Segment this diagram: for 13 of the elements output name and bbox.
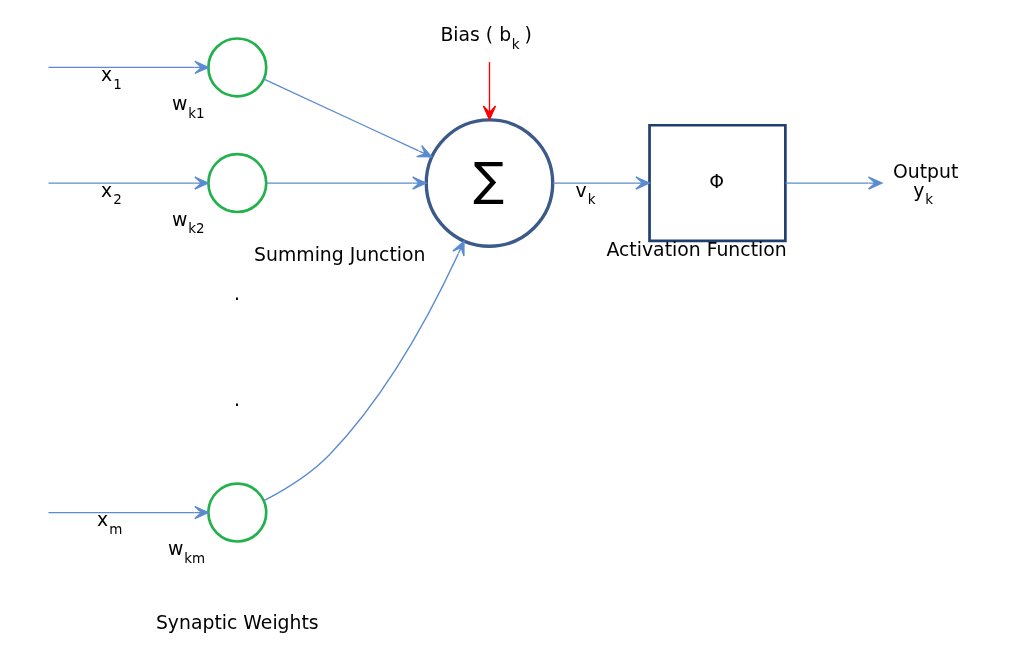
label: . <box>233 388 240 410</box>
node-label: w$_{k2}$ <box>171 208 205 237</box>
label: Synaptic Weights <box>155 612 319 634</box>
node-label: w$_{k1}$ <box>171 93 205 121</box>
label: . <box>233 282 240 304</box>
edge-label: x$_{m}$ <box>96 509 122 537</box>
node-label: Summing Junction <box>253 244 425 266</box>
edge-label: x$_{1}$ <box>100 64 122 92</box>
edge-label: v$_{k}$ <box>575 179 595 208</box>
node-label: w$_{km}$ <box>167 538 205 566</box>
node-text: Bias ( b$_{k}$ ) <box>439 24 532 52</box>
edge-label: x$_{2}$ <box>100 179 122 208</box>
node-text: Output y$_{k}$ <box>892 160 958 208</box>
